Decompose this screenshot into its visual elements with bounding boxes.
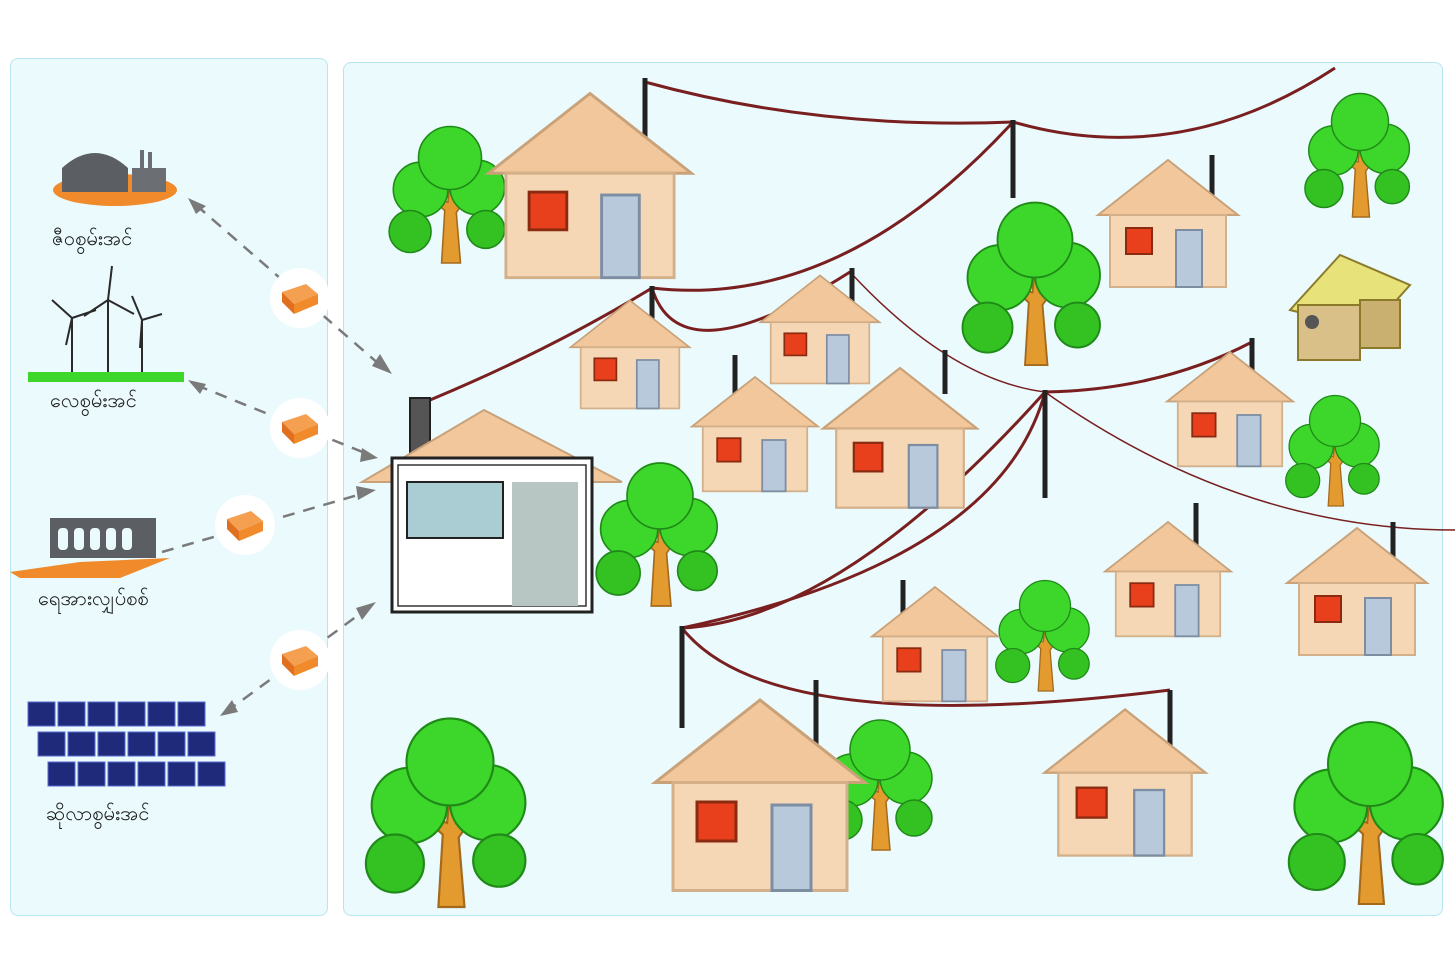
house-icon (1286, 527, 1428, 656)
battery-icon (270, 398, 330, 458)
house-icon (871, 586, 999, 703)
arrow-head-icon (220, 700, 238, 716)
source-label-biogas: ဇီဝစွမ်းအင် (52, 226, 133, 250)
arrow-head-icon (372, 354, 392, 374)
hydropower-dam-icon (10, 518, 170, 578)
house-icon (691, 376, 819, 493)
utility-poles (642, 78, 1396, 760)
tree-icon (1304, 92, 1411, 218)
power-station-building (358, 397, 623, 614)
arrow-head-icon (360, 448, 378, 462)
tree-icon (1285, 394, 1380, 507)
arrow-head-icon (356, 602, 376, 620)
house-icon (487, 92, 693, 280)
arrow-head-icon (188, 380, 206, 394)
house-icon (569, 299, 691, 410)
house-icon (1104, 521, 1232, 638)
thatched-hut-icon (1288, 253, 1412, 361)
house-icon (759, 274, 881, 385)
battery-icon (270, 630, 330, 690)
biogas-plant-icon (53, 150, 177, 206)
tree-icon (995, 579, 1090, 692)
power-lines (429, 66, 1455, 707)
house-icon (653, 698, 867, 892)
tree-icon (364, 717, 527, 909)
solar-panel-icon (27, 701, 226, 787)
tree-icon (595, 462, 719, 607)
tree-icon (961, 201, 1101, 366)
tree-icon (388, 125, 506, 264)
house-icon (1097, 159, 1239, 288)
source-label-hydro: ရေအားလျှပ်စစ် (38, 586, 149, 610)
arrow-head-icon (188, 198, 206, 214)
wind-turbine-icon (28, 265, 184, 382)
source-label-wind: လေစွမ်းအင် (50, 388, 137, 412)
house-icon (821, 366, 979, 509)
tree-icon (1287, 720, 1444, 906)
energy-flow-arrows (161, 204, 381, 714)
battery-icon (270, 268, 330, 328)
source-label-solar: ဆိုလာစွမ်းအင် (46, 801, 150, 825)
house-icon (1043, 708, 1207, 857)
battery-icon (215, 495, 275, 555)
arrow-head-icon (356, 486, 376, 500)
